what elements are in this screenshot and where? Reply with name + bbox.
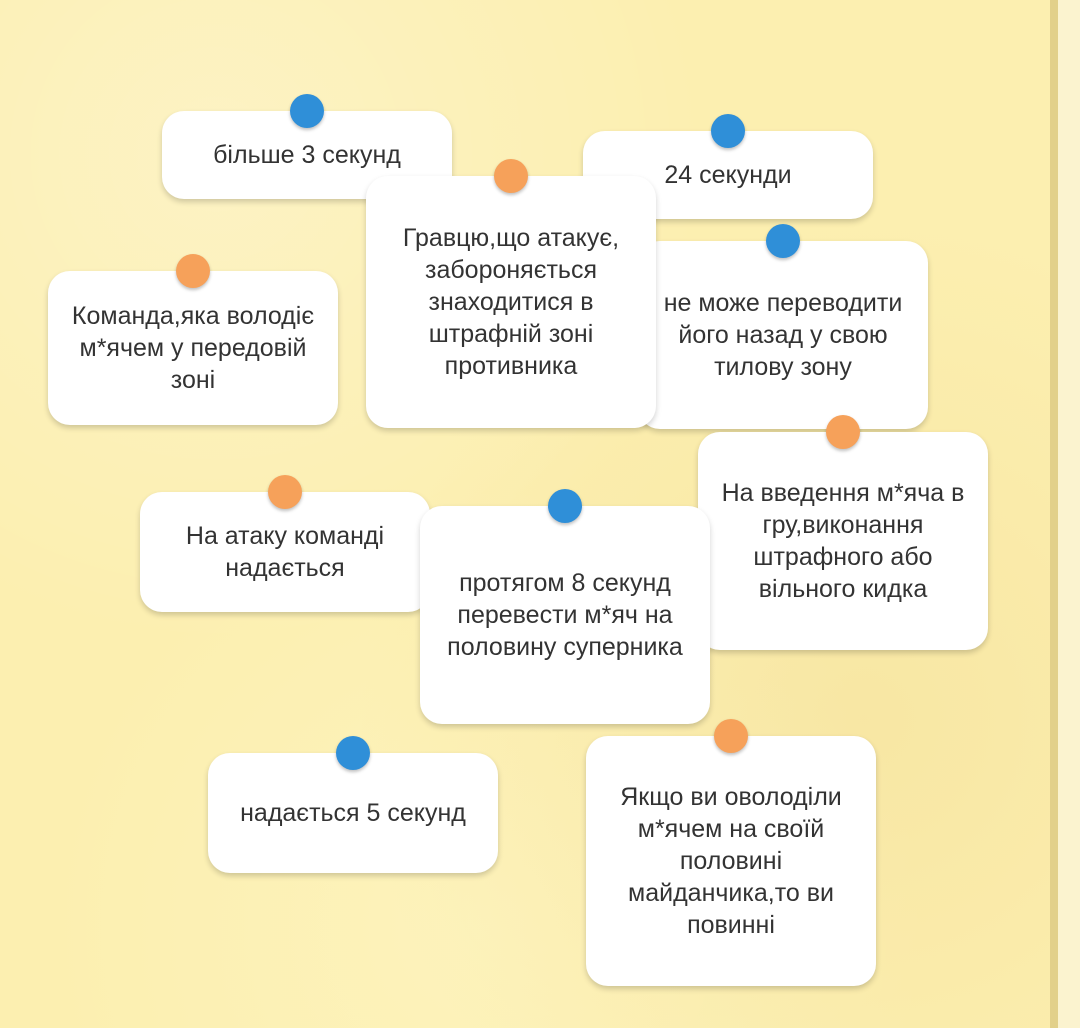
sticky-card-within-8-seconds[interactable]: протягом 8 секунд перевести м*яч на поло… bbox=[420, 489, 710, 724]
orange-pin-icon bbox=[176, 254, 210, 288]
card-text: Гравцю,що атакує, забороняється знаходит… bbox=[402, 224, 620, 380]
card-text: На атаку команді надається bbox=[185, 522, 385, 582]
card-text: надається 5 секунд bbox=[240, 799, 466, 827]
sticky-card-ball-inbound[interactable]: На введення м*яча в гру,виконання штрафн… bbox=[698, 415, 988, 650]
card-text: більше 3 секунд bbox=[213, 141, 401, 169]
orange-pin-icon bbox=[494, 159, 528, 193]
orange-pin-icon bbox=[714, 719, 748, 753]
sticky-card-more-than-3-seconds[interactable]: більше 3 секунд bbox=[162, 94, 452, 199]
sticky-card-if-you-gained-ball[interactable]: Якщо ви оволоділи м*ячем на своїй полови… bbox=[586, 719, 876, 986]
blue-pin-icon bbox=[336, 736, 370, 770]
blue-pin-icon bbox=[711, 114, 745, 148]
card-text: 24 секунди bbox=[664, 161, 792, 189]
blue-pin-icon bbox=[548, 489, 582, 523]
sticky-card-attack-time-given[interactable]: На атаку команді надається bbox=[140, 475, 430, 612]
card-text: протягом 8 секунд перевести м*яч на поло… bbox=[447, 569, 683, 661]
sticky-card-attacking-player-forbidden[interactable]: Гравцю,що атакує, забороняється знаходит… bbox=[366, 159, 656, 428]
orange-pin-icon bbox=[268, 475, 302, 509]
blue-pin-icon bbox=[290, 94, 324, 128]
sticky-card-team-in-possession[interactable]: Команда,яка володіє м*ячем у передовій з… bbox=[48, 254, 338, 425]
sticky-card-cannot-move-back[interactable]: не може переводити його назад у свою тил… bbox=[638, 224, 928, 429]
card-text: Якщо ви оволоділи м*ячем на своїй полови… bbox=[620, 783, 842, 939]
sticky-card-5-seconds-given[interactable]: надається 5 секунд bbox=[208, 736, 498, 873]
card-text: На введення м*яча в гру,виконання штрафн… bbox=[721, 479, 965, 603]
blue-pin-icon bbox=[766, 224, 800, 258]
card-text: Команда,яка володіє м*ячем у передовій з… bbox=[71, 302, 315, 394]
board-edge bbox=[1050, 0, 1058, 1028]
card-text: не може переводити його назад у свою тил… bbox=[663, 289, 903, 381]
board-side-strip bbox=[1058, 0, 1080, 1028]
orange-pin-icon bbox=[826, 415, 860, 449]
